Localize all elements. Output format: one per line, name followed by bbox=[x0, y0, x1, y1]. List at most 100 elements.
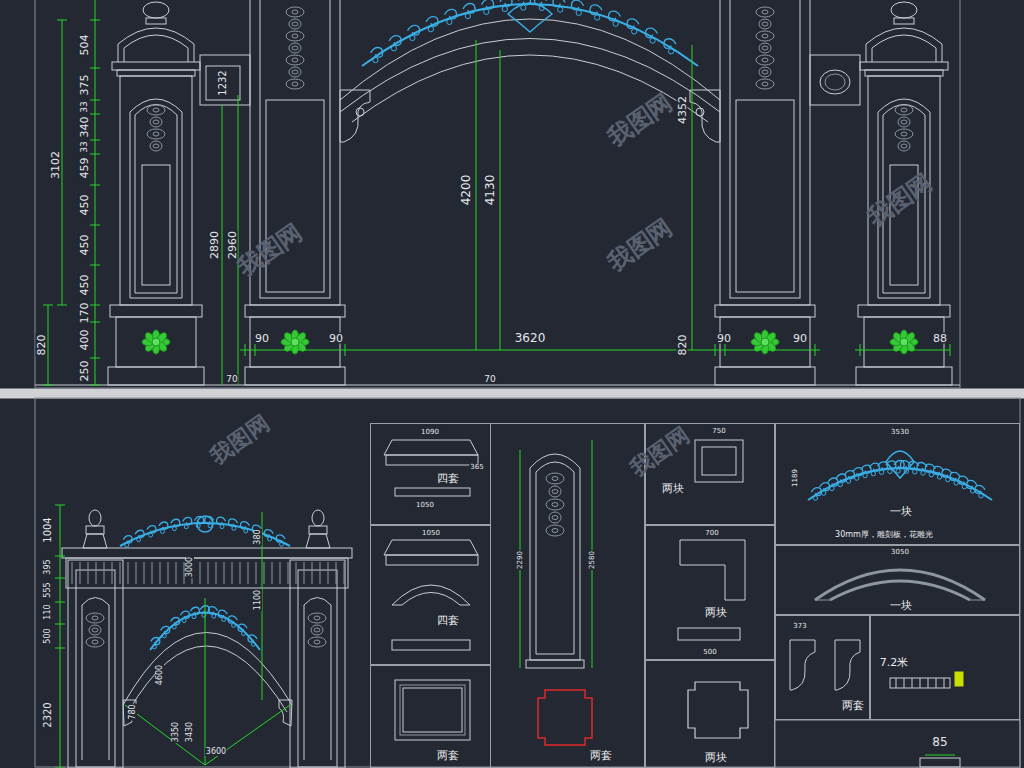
rail-post bbox=[896, 678, 897, 688]
ornament-bead bbox=[172, 527, 176, 531]
ornament-scroll bbox=[894, 461, 904, 469]
ornament-scroll bbox=[159, 522, 168, 529]
ornament-bead bbox=[373, 57, 378, 62]
quantity-note: 四套 bbox=[437, 473, 459, 485]
panel-frame bbox=[35, 398, 1020, 767]
dimension-line bbox=[125, 705, 205, 765]
carved-ornament bbox=[147, 105, 165, 115]
outline-rect bbox=[116, 317, 196, 367]
outline-rect bbox=[890, 678, 950, 688]
quantity-note: 两块 bbox=[705, 607, 727, 619]
carved-ornament bbox=[762, 22, 768, 26]
dimension-line bbox=[90, 358, 100, 359]
dimension-text: 3530 bbox=[890, 429, 910, 436]
flower-carving bbox=[152, 338, 160, 346]
baluster bbox=[272, 562, 273, 584]
baluster bbox=[88, 562, 89, 584]
ornament-scroll bbox=[975, 485, 985, 493]
quantity-note: 两套 bbox=[842, 700, 864, 712]
carved-ornament bbox=[756, 79, 774, 89]
carved-ornament bbox=[549, 486, 561, 497]
outline-rect bbox=[860, 62, 948, 70]
dimension-text: 2320 bbox=[43, 701, 53, 728]
dimension-text: 504 bbox=[79, 34, 90, 57]
outline-rect bbox=[715, 367, 815, 385]
material-note: 30mm厚，雕刻板，花雕光 bbox=[835, 531, 933, 540]
outline-rect bbox=[526, 660, 584, 668]
dimension-line bbox=[725, 344, 726, 356]
ornament-bead bbox=[280, 542, 284, 546]
rail-post bbox=[912, 678, 913, 688]
ornament-scroll bbox=[389, 36, 401, 46]
outline-rect bbox=[200, 55, 250, 105]
carved-ornament bbox=[292, 46, 298, 50]
dimension-line bbox=[90, 140, 100, 141]
outline-path bbox=[130, 99, 182, 298]
ornament-scroll bbox=[408, 25, 420, 35]
carved-ornament bbox=[898, 117, 910, 127]
carved-ornament bbox=[546, 525, 564, 536]
outline-path bbox=[128, 646, 287, 712]
ornament-bead bbox=[830, 486, 834, 490]
ornament-scroll bbox=[183, 517, 192, 524]
ornament-scroll bbox=[171, 618, 180, 625]
outline-rect bbox=[309, 526, 327, 534]
ornament-bead bbox=[137, 538, 141, 542]
outline-rect bbox=[66, 558, 348, 588]
baluster bbox=[208, 562, 209, 584]
corbel bbox=[123, 700, 136, 726]
outline-rect bbox=[266, 100, 324, 292]
ornament-bead bbox=[855, 476, 859, 480]
ornament-scroll bbox=[195, 516, 204, 523]
dimension-text: 33 bbox=[80, 140, 89, 153]
corbel bbox=[356, 108, 364, 116]
carved-ornament bbox=[762, 46, 768, 50]
dimension-text: 1004 bbox=[43, 516, 53, 543]
baluster bbox=[264, 562, 265, 584]
baluster bbox=[344, 562, 345, 584]
dimension-text: 365 bbox=[469, 464, 484, 471]
flower-carving bbox=[900, 338, 908, 346]
dimension-text: 1050 bbox=[421, 530, 441, 537]
corbel bbox=[690, 90, 720, 142]
dimension-text: 4600 bbox=[156, 664, 164, 686]
ornament-scroll bbox=[151, 637, 160, 644]
ornament-bead bbox=[162, 634, 166, 638]
detail-cell: 一块30mm厚，雕刻板，花雕光 bbox=[775, 423, 1020, 545]
dimension-text: 85 bbox=[931, 736, 948, 748]
outline-rect bbox=[856, 367, 952, 385]
dimension-line bbox=[815, 344, 816, 356]
carved-ornament bbox=[292, 70, 298, 74]
dimension-line bbox=[205, 705, 290, 765]
dimension-line bbox=[43, 305, 53, 306]
baluster bbox=[152, 562, 153, 584]
baluster bbox=[160, 562, 161, 584]
baluster bbox=[176, 562, 177, 584]
outline-path bbox=[304, 598, 331, 761]
baluster bbox=[336, 562, 337, 584]
dimension-line bbox=[55, 648, 65, 649]
carved-ornament bbox=[759, 67, 771, 77]
carved-ornament bbox=[289, 43, 301, 53]
dimension-text: 459 bbox=[79, 157, 90, 180]
ornament-bead bbox=[632, 29, 637, 34]
dimension-text: 2290 bbox=[517, 550, 524, 570]
outline-path bbox=[536, 462, 574, 654]
dimension-line bbox=[62, 20, 63, 305]
dimension-line bbox=[90, 265, 100, 266]
quantity-note: 四套 bbox=[437, 615, 459, 627]
dimension-text: 3102 bbox=[50, 150, 61, 180]
dimension-line bbox=[60, 505, 61, 768]
outline-rect bbox=[110, 305, 202, 317]
dimension-line bbox=[345, 344, 346, 356]
dimension-text: 2890 bbox=[209, 230, 220, 260]
carved-ornament bbox=[308, 613, 326, 623]
ornament-scroll bbox=[828, 478, 838, 486]
carved-ornament bbox=[153, 132, 159, 136]
carved-ornament bbox=[552, 529, 558, 533]
watermark: 我图网 bbox=[207, 412, 274, 468]
dimension-text: 170 bbox=[79, 302, 90, 325]
baluster bbox=[72, 562, 73, 584]
outline-path bbox=[306, 534, 330, 548]
dimension-text: 750 bbox=[711, 428, 726, 435]
